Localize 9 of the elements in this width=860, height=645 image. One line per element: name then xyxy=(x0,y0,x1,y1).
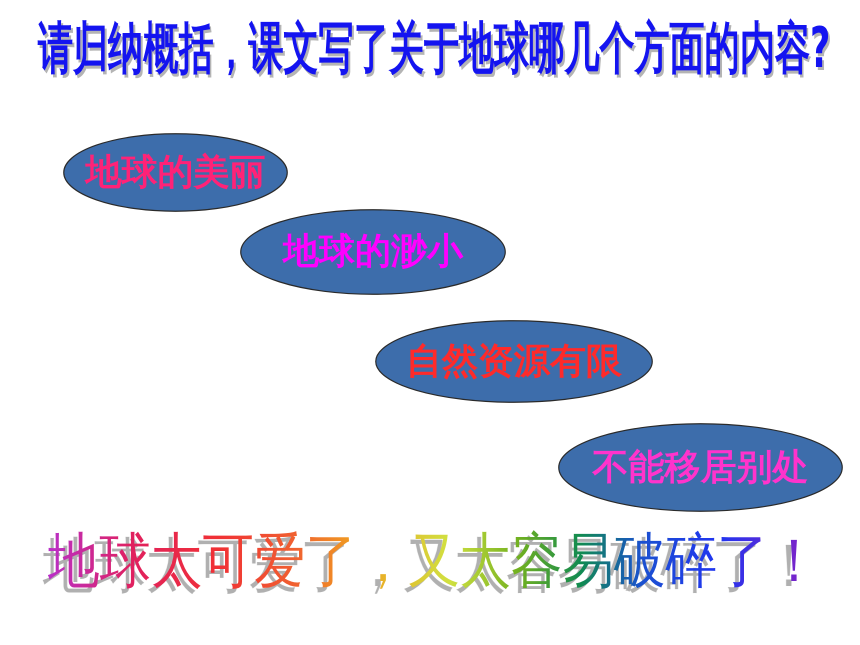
topic-text: 地球的渺小 xyxy=(283,232,463,272)
topic-text: 地球的美丽 xyxy=(86,152,266,192)
topic-ellipse xyxy=(558,423,843,512)
topic-ellipse xyxy=(240,209,506,295)
topic-text: 自然资源有限 xyxy=(406,342,622,382)
topic-ellipse xyxy=(63,133,288,212)
topic-text: 不能移居别处 xyxy=(592,448,808,488)
topic-ellipse xyxy=(375,320,653,403)
title-text: 请归纳概括，课文写了关于地球哪几个方面的内容? xyxy=(38,20,830,79)
